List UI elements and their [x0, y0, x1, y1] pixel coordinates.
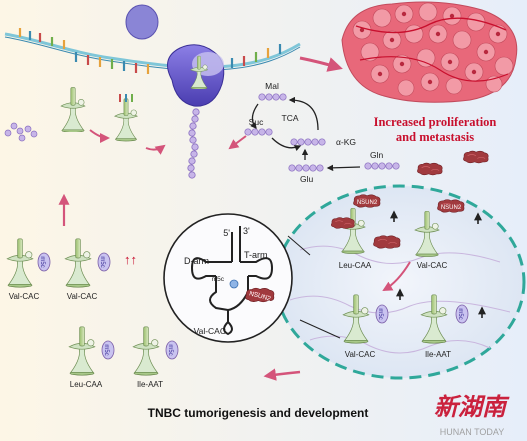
flow-arrow-to-ribosome [145, 144, 166, 155]
svg-text:NSUN2: NSUN2 [357, 200, 378, 206]
svg-text:m5c: m5c [377, 308, 383, 319]
flow-arrow-to-left [263, 368, 301, 381]
svg-text:m5c: m5c [167, 344, 173, 355]
svg-text:m5c: m5c [103, 344, 109, 355]
flow-arrow-cell-down [382, 261, 411, 291]
d-arm-label: D-arm [184, 256, 209, 266]
cell-val-bottom-label: Val-CAC [345, 350, 376, 359]
left-trna-leu: m5c Leu-CAA [68, 326, 115, 389]
charged-trna [114, 94, 138, 142]
zoom-line-top [287, 235, 311, 256]
svg-text:m5c: m5c [39, 256, 45, 267]
watermark-logo: 新湖南 [434, 393, 510, 421]
suc-label: Suc [249, 117, 264, 127]
m5c-structure-label: m5c [212, 276, 225, 283]
gln-label: Gln [370, 150, 384, 160]
headline-line2: and metastasis [396, 130, 474, 144]
cell [274, 184, 526, 380]
ribosome [167, 44, 225, 107]
svg-text:m5c: m5c [457, 308, 463, 319]
left-ile-label: Ile-AAT [137, 380, 163, 389]
cell-trna-val-bottom: m5c Val-CAC [342, 288, 404, 359]
flow-arrow-to-tumor [299, 56, 343, 72]
cell-trna-ile: m5c Ile-AAT [420, 294, 486, 359]
upregulation-arrows: ↑↑ [124, 252, 137, 267]
cell-trna-leu: NSUN2 Leu-CAA [339, 194, 398, 270]
three-prime-label: 3' [243, 226, 250, 236]
zoom-line-bottom [299, 319, 341, 339]
svg-text:NSUN2: NSUN2 [441, 205, 462, 211]
akg-label: α-KG [336, 137, 356, 147]
watermark: 新湖南 HUNAN TODAY [434, 393, 510, 437]
left-val2-label: Val-CAC [67, 292, 98, 301]
cell-leu-label: Leu-CAA [339, 261, 372, 270]
watermark-caption: HUNAN TODAY [440, 427, 505, 437]
ribosome-small-subunit [125, 4, 159, 40]
cell-ile-label: Ile-AAT [425, 350, 451, 359]
cell-trna-val-top: NSUN2 Val-CAC [414, 199, 482, 270]
left-trna-val1: m5c Val-CAC [6, 238, 51, 301]
peptide-chain [187, 108, 200, 179]
svg-text:m5c: m5c [99, 256, 105, 267]
tca-label: TCA [282, 113, 299, 123]
trna-structure: NSUN2 5' 3' D-arm T-arm m5c Val-CAC [163, 213, 293, 343]
mal-label: Mal [265, 81, 279, 91]
headline-line1: Increased proliferation [374, 115, 497, 129]
bottom-title: TNBC tumorigenesis and development [148, 406, 369, 420]
charging-trna [4, 87, 86, 142]
left-val1-label: Val-CAC [9, 292, 40, 301]
flow-arrow-charge [89, 129, 110, 143]
tca-cycle: Mal Suc TCA α-KG Gln Glu [228, 81, 400, 184]
mrna-strand [4, 28, 301, 74]
five-prime-label: 5' [223, 228, 230, 238]
glu-label: Glu [300, 174, 314, 184]
structure-name-label: Val-CAC [194, 326, 226, 336]
cell-val-top-label: Val-CAC [417, 261, 448, 270]
left-trna-ile: m5c Ile-AAT [132, 326, 179, 389]
tumor-cluster [341, 1, 518, 103]
left-leu-label: Leu-CAA [70, 380, 103, 389]
t-arm-label: T-arm [244, 250, 268, 260]
left-trna-val2: m5c Val-CAC [64, 238, 111, 301]
